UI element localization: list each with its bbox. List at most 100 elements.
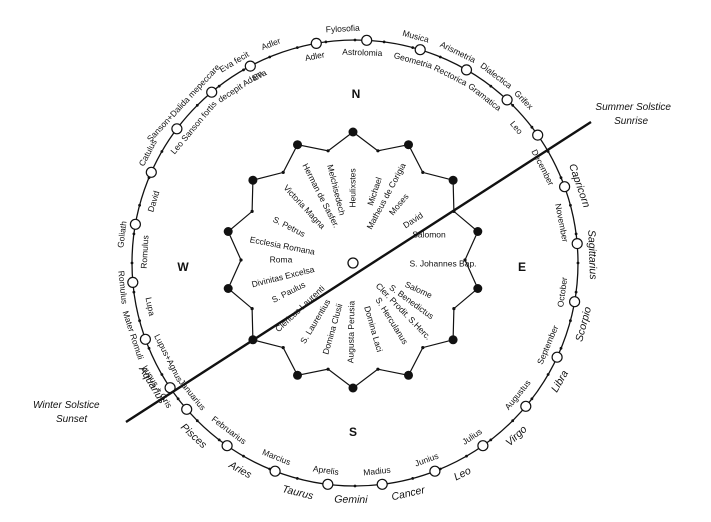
month-label: November <box>553 203 570 244</box>
outer-ring-label: Eva fecit <box>218 49 252 75</box>
ring-open-marker <box>145 166 157 178</box>
inner-radial-label: Divinitas Excelsa <box>251 264 316 289</box>
ring-open-marker <box>139 333 151 345</box>
ring-tick <box>559 346 563 350</box>
inner-ring-label: Leo <box>508 119 525 137</box>
ring-tick <box>489 438 493 442</box>
inner-radial-label: S. Petrus <box>271 214 307 239</box>
outer-ring-label: Fylosofia <box>326 23 361 35</box>
inner-polygon <box>223 127 483 393</box>
zodiac-label: Pisces <box>178 421 209 451</box>
ring-tick <box>411 477 415 480</box>
ring-tick <box>569 203 572 207</box>
zodiac-label: Virgo <box>503 423 529 448</box>
inner-vertex-dot <box>448 335 458 345</box>
ring-open-marker <box>477 440 489 452</box>
inner-vertex-dot <box>293 370 302 380</box>
ring-open-marker <box>181 403 193 415</box>
inner-ring-label: Astrolomia <box>342 47 383 58</box>
ring-tick <box>160 150 164 153</box>
inner-notch-dot <box>421 170 425 174</box>
ring-tick <box>574 232 578 236</box>
ring-tick <box>268 55 272 59</box>
ring-tick <box>160 373 164 376</box>
ring-open-marker <box>171 123 183 135</box>
cardinal-west: W <box>177 260 189 274</box>
ring-tick <box>217 84 221 88</box>
inner-notch-dot <box>326 367 330 371</box>
inner-radial-label: Roma <box>270 254 293 264</box>
inner-radial-label: Heulixstes <box>347 168 357 207</box>
outer-ring-label: Romulus <box>116 270 129 304</box>
inner-vertex-dot <box>293 140 302 150</box>
zodiac-label: Leo <box>452 465 473 484</box>
ring-tick <box>195 103 199 107</box>
month-label: Aprelis <box>312 463 339 477</box>
inner-horizontal-label: Salomon <box>412 229 446 239</box>
month-label: Marcius <box>261 447 292 467</box>
cardinal-north: N <box>352 87 361 101</box>
inner-vertex-dot <box>404 140 413 150</box>
inner-vertex-dot <box>348 383 358 393</box>
ring-tick <box>195 419 199 423</box>
inner-vertex-dot <box>348 127 358 137</box>
inner-vertex-dot <box>473 284 483 293</box>
inner-radial-label: David <box>401 210 425 230</box>
ring-tick <box>569 319 572 323</box>
inner-notch-dot <box>452 307 456 311</box>
ring-tick <box>353 38 357 42</box>
ring-open-marker <box>127 276 139 288</box>
ring-open-marker <box>501 94 513 106</box>
ring-tick <box>130 261 134 265</box>
inner-vertex-dot <box>223 284 233 293</box>
outer-ring-label: Musica <box>401 28 430 45</box>
month-label: October <box>555 276 569 308</box>
outer-ring-label: Arismetria <box>439 39 478 65</box>
zodiac-label: Gemini <box>334 493 368 506</box>
ring-open-marker <box>206 86 218 98</box>
ring-tick <box>530 397 534 401</box>
ring-tick <box>465 454 468 458</box>
ring-open-marker <box>568 296 581 308</box>
zodiac-label: Libra <box>549 368 571 394</box>
inner-notch-dot <box>326 149 330 153</box>
inner-notch-dot <box>281 170 285 174</box>
winter-solstice-label: Winter Solstice <box>33 400 100 411</box>
winter-sunset-label: Sunset <box>56 414 88 425</box>
ring-tick <box>242 454 245 458</box>
inner-ring-label: David <box>146 189 162 213</box>
inner-vertex-dot <box>248 175 258 185</box>
zodiac-label: Taurus <box>281 483 315 502</box>
ring-open-marker <box>376 478 388 490</box>
ring-open-marker <box>429 465 441 477</box>
inner-horizontal-label: S. Johannes Bap. <box>409 258 476 268</box>
cardinal-south: S <box>349 425 357 439</box>
zodiac-label: Sagittarius <box>585 230 599 281</box>
ring-tick <box>147 346 151 350</box>
inner-vertex-dot <box>404 370 413 380</box>
inner-ring-label: Adler <box>304 49 326 63</box>
ring-tick <box>411 46 415 49</box>
month-label: Januarius <box>177 377 208 412</box>
ring-tick <box>132 290 136 294</box>
inner-radial-label: Augusta Perusia <box>345 300 356 363</box>
ring-tick <box>438 55 442 59</box>
ring-open-marker <box>361 34 373 46</box>
summer-sunrise-label: Sunrise <box>614 116 648 127</box>
ring-tick <box>353 484 357 488</box>
ring-tick <box>138 319 142 323</box>
inner-ring-label: Gramatica <box>466 81 503 113</box>
ring-tick <box>546 373 550 376</box>
inner-ring-label: Lupa <box>143 296 157 317</box>
ring-tick <box>489 84 493 88</box>
ring-open-marker <box>269 465 281 477</box>
ring-open-marker <box>551 351 563 363</box>
inner-notch-dot <box>250 209 254 213</box>
center-marker <box>347 257 359 269</box>
outer-ring-label: Goliath <box>115 220 128 248</box>
zodiac-label: Cancer <box>390 484 426 503</box>
cardinal-east: E <box>518 260 526 274</box>
